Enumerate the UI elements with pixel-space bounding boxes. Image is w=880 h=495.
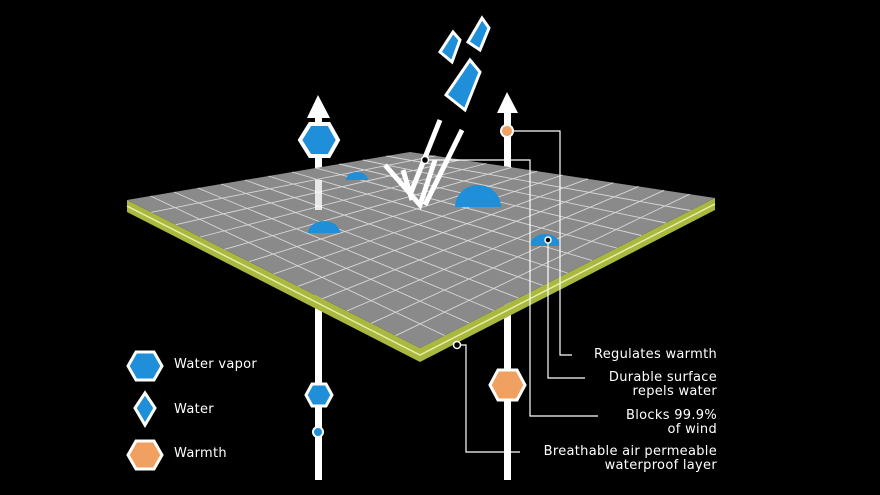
grid-line (386, 155, 691, 211)
callout-text: of wind (667, 422, 717, 437)
callout-text: waterproof layer (604, 458, 717, 473)
vapor-dot-icon (312, 426, 324, 438)
grid-line (395, 193, 690, 337)
water-drops (308, 172, 560, 246)
hexagon-icon (126, 350, 164, 382)
callout-regulates-warmth: Regulates warmth (594, 348, 717, 362)
callout-text: Durable surface (608, 370, 717, 385)
callout-blocks-wind: Blocks 99.9%of wind (626, 409, 717, 437)
legend-warmth: Warmth (174, 446, 227, 461)
callout-text: Regulates warmth (593, 347, 717, 362)
vapor-hexagon-icon (297, 122, 341, 158)
legend-water-vapor: Water vapor (174, 357, 258, 372)
grid-line (370, 189, 665, 324)
callout-lines (425, 130, 598, 453)
callout-text: Breathable air permeable (543, 444, 717, 459)
warmth-hexagon-icon (126, 439, 164, 471)
callout-text: repels water (632, 384, 717, 399)
legend-icons (126, 350, 164, 471)
droplet-icon (133, 390, 157, 428)
warmth-hexagon-icon (488, 368, 527, 402)
legend-water: Water (174, 402, 214, 417)
callout-text: Blocks 99.9% (626, 408, 717, 423)
vapor-hexagon-icon (304, 382, 334, 408)
falling-water-icons (438, 15, 491, 113)
